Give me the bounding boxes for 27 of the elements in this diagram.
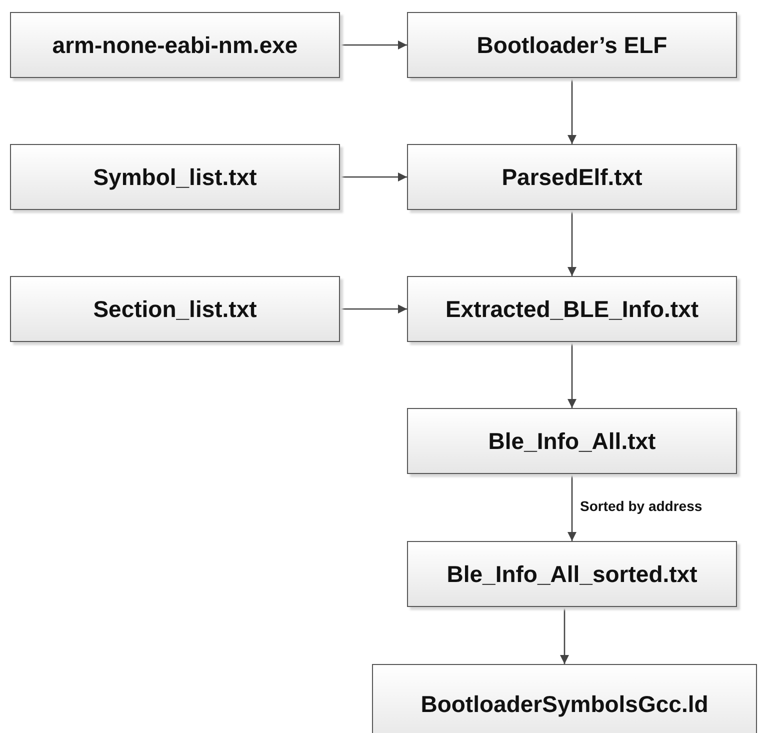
process-box bbox=[407, 276, 737, 342]
process-box bbox=[407, 541, 737, 607]
box-label: arm-none-eabi-nm.exe bbox=[52, 32, 298, 58]
process-box bbox=[407, 144, 737, 210]
process-box bbox=[407, 408, 737, 474]
arrow bbox=[568, 474, 576, 541]
box-label: Section_list.txt bbox=[93, 296, 257, 322]
process-box bbox=[10, 144, 340, 210]
arrow bbox=[340, 172, 407, 182]
box-label: Ble_Info_All_sorted.txt bbox=[446, 560, 698, 588]
box-label: Ble_Info_All.txt bbox=[488, 428, 656, 454]
box-label: Extracted_BLE_Info.txt bbox=[445, 296, 699, 322]
arrow bbox=[568, 210, 576, 276]
process-box bbox=[10, 276, 340, 342]
process-box bbox=[10, 12, 340, 78]
arrow bbox=[340, 40, 407, 50]
box-label: Symbol_list.txt bbox=[93, 164, 257, 190]
box-label: BootloaderSymbolsGcc.ld bbox=[420, 691, 708, 718]
arrow bbox=[340, 304, 407, 314]
box-label: Bootloader’s ELF bbox=[476, 32, 668, 58]
edge-label: Sorted by address bbox=[578, 498, 704, 514]
box-label: ParsedElf.txt bbox=[502, 164, 642, 190]
arrow bbox=[568, 342, 576, 408]
process-box bbox=[407, 12, 737, 78]
arrow bbox=[560, 607, 569, 664]
process-box bbox=[372, 664, 757, 733]
arrow bbox=[568, 78, 576, 144]
